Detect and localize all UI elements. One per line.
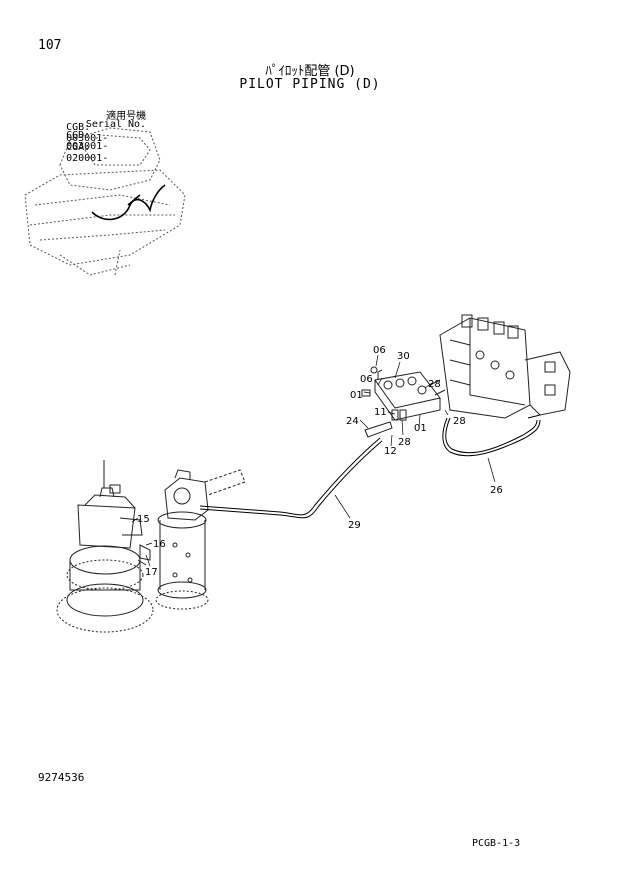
callout-06: 06 (360, 374, 373, 385)
callout-28: 28 (453, 416, 466, 427)
pilot-hose-highlight (91, 184, 166, 221)
serial-number: 003001- (66, 141, 109, 152)
leader-lines (131, 354, 496, 567)
callout-24: 24 (346, 416, 359, 427)
serial-model: CGB: (66, 122, 91, 133)
serial-number: 020001- (66, 153, 109, 164)
callout-12: 12 (384, 446, 397, 457)
serial-model: CGA: (66, 142, 91, 153)
callout-28: 28 (428, 379, 441, 390)
page-number: 107 (38, 38, 62, 53)
callout-01: 01 (350, 390, 363, 401)
callout-15: 15 (137, 514, 150, 525)
page-code: PCGB-1-3 (472, 838, 521, 849)
serial-row: 適用号機 CGB: 003001- (42, 96, 146, 155)
serial-model: CGD: (66, 130, 91, 141)
callout-01: 01 (414, 423, 427, 434)
hose-29 (199, 437, 383, 519)
page-title-japanese: ﾊﾟｲﾛｯﾄ配管 (D) (265, 64, 355, 79)
page-title: PILOT PIPING (D) (239, 77, 381, 92)
callout-29: 29 (348, 520, 361, 531)
callout-30: 30 (397, 351, 410, 362)
callout-06: 06 (373, 345, 386, 356)
serial-row: Serial No. CGD: 003001- (42, 108, 146, 163)
hose-26 (442, 414, 541, 457)
callout-11: 11 (374, 407, 387, 418)
callout-16: 16 (153, 539, 166, 550)
callout-28: 28 (398, 437, 411, 448)
serial-label: 適用号機 (106, 111, 147, 122)
callout-17: 17 (145, 567, 158, 578)
excavator-overview-sketch (24, 127, 186, 276)
serial-row: CGA: 020001- (42, 120, 146, 175)
serial-number: 003001- (66, 133, 109, 144)
control-valve-assembly (429, 314, 571, 419)
pilot-valve-block (361, 366, 441, 438)
center-joint-assembly (155, 469, 246, 610)
serial-label: Serial No. (85, 119, 147, 130)
swing-motor-assembly (56, 460, 154, 633)
document-number: 9274536 (38, 771, 85, 784)
callout-labels: 06 30 06 28 01 11 24 01 28 28 12 26 29 1… (137, 345, 503, 578)
callout-26: 26 (490, 485, 503, 496)
